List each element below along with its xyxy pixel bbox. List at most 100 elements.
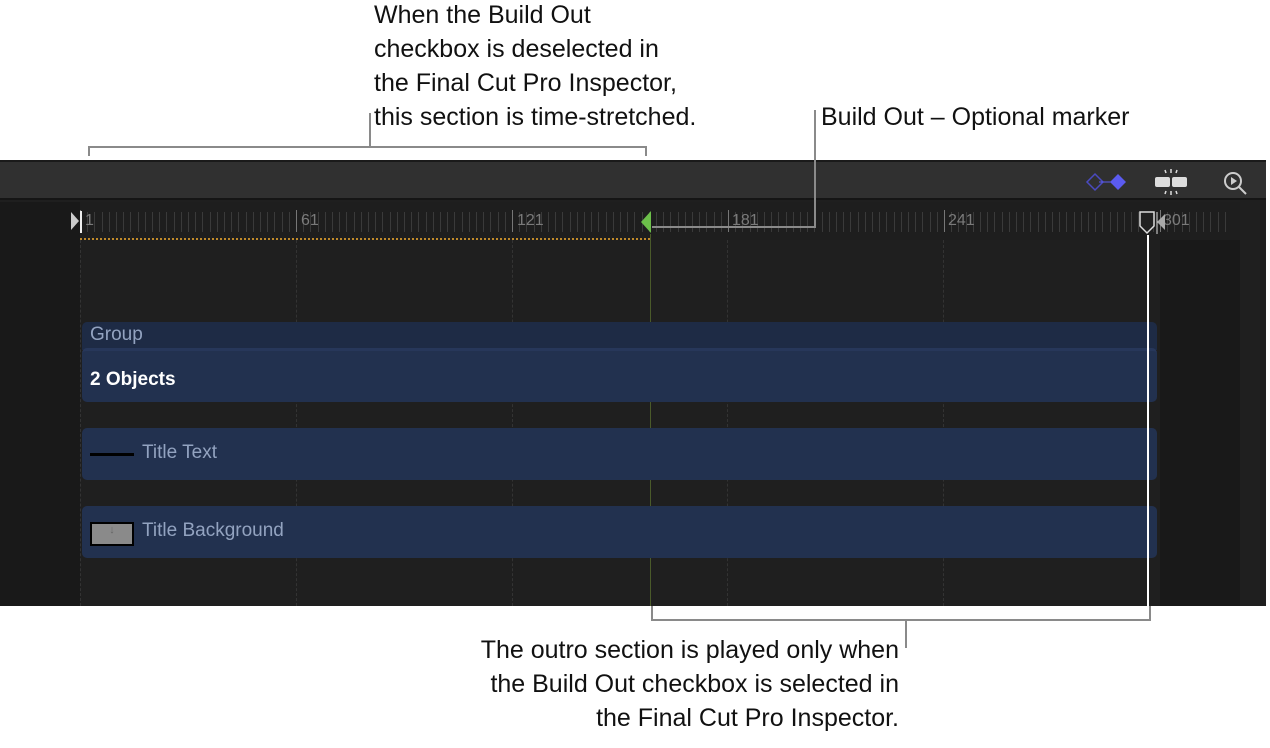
gridline <box>943 240 944 606</box>
leader <box>652 226 816 228</box>
ruler-tick <box>533 212 535 232</box>
ruler-tick <box>1095 212 1097 232</box>
ruler-tick <box>994 212 996 232</box>
ruler-tick <box>1066 212 1068 232</box>
ruler-tick <box>951 212 953 232</box>
ruler-tick <box>555 212 557 232</box>
ruler-tick <box>360 212 362 232</box>
title-text-track[interactable]: Title Text <box>82 428 1157 480</box>
ruler-tick <box>324 212 326 232</box>
ruler-label: 241 <box>948 212 975 229</box>
ruler-tick <box>872 212 873 232</box>
ruler-tick <box>980 212 981 232</box>
ruler-tick <box>368 212 369 232</box>
ruler-tick <box>432 212 434 232</box>
keyframe-diamonds-icon[interactable] <box>1085 172 1129 192</box>
ruler-tick <box>87 212 89 232</box>
ruler-tick <box>728 210 729 232</box>
ruler-tick <box>152 212 153 232</box>
snapping-icon[interactable] <box>1153 168 1189 196</box>
ruler-tick <box>94 212 96 232</box>
ruler-tick <box>252 212 254 232</box>
ruler-tick <box>1138 212 1140 232</box>
ruler-tick <box>756 212 758 232</box>
ruler-tick <box>281 212 283 232</box>
ruler-tick <box>821 212 823 232</box>
ruler-tick <box>1167 212 1169 232</box>
ruler-tick <box>339 212 341 232</box>
ruler-tick <box>605 212 607 232</box>
objects-label: 2 Objects <box>90 369 176 390</box>
ruler-tick <box>1210 212 1212 232</box>
ruler-tick <box>425 212 427 232</box>
ruler-tick <box>1116 212 1118 232</box>
ruler-tick <box>800 212 801 232</box>
ruler-tick <box>908 212 909 232</box>
ruler-tick <box>706 212 708 232</box>
ruler-tick <box>634 212 636 232</box>
ruler-tick <box>562 212 564 232</box>
build-out-marker-icon[interactable] <box>640 210 652 234</box>
ruler-tick <box>396 212 398 232</box>
group-objects-bar[interactable]: 2 Objects <box>82 348 1157 402</box>
ruler-tick <box>404 212 405 232</box>
right-gutter <box>1160 240 1240 606</box>
ruler-tick <box>483 212 485 232</box>
ruler-label: 181 <box>732 212 759 229</box>
ruler-tick <box>879 212 881 232</box>
ruler-tick <box>656 212 657 232</box>
ruler-tick <box>209 212 211 232</box>
ruler-tick <box>353 212 355 232</box>
ruler-label: 121 <box>517 212 544 229</box>
ruler-tick <box>1188 212 1190 232</box>
ruler-tick <box>267 212 269 232</box>
ruler-tick <box>116 212 117 232</box>
ruler-tick <box>418 212 420 232</box>
ruler-tick <box>598 212 600 232</box>
ruler-tick <box>1217 212 1219 232</box>
ruler-tick <box>108 212 110 232</box>
ruler-tick <box>742 212 744 232</box>
callout-line: this section is time-stretched. <box>374 103 697 131</box>
ruler-tick <box>332 212 333 232</box>
ruler-tick <box>101 212 103 232</box>
callout-line: checkbox is deselected in <box>374 35 659 63</box>
title-background-track[interactable]: ↓Title Background <box>82 506 1157 558</box>
ruler-tick <box>346 212 348 232</box>
play-range-dotted-line <box>80 238 650 240</box>
ruler-tick <box>1044 212 1046 232</box>
ruler-tick <box>843 212 845 232</box>
ruler-tick <box>389 212 391 232</box>
timeline-panel: 1 61 121 181 241 301 Group 2 Objects Tit… <box>0 160 1266 606</box>
ruler-tick <box>576 212 578 232</box>
group-track[interactable]: Group <box>82 322 1157 350</box>
ruler-tick <box>1196 212 1197 232</box>
ruler-tick <box>144 212 146 232</box>
left-gutter <box>0 202 80 606</box>
gridline <box>296 240 297 606</box>
out-marker-icon[interactable] <box>1138 210 1170 236</box>
ruler-tick <box>663 212 665 232</box>
ruler-tick <box>1030 212 1032 232</box>
ruler-label: 301 <box>1163 212 1190 229</box>
ruler-tick <box>591 212 593 232</box>
ruler-tick <box>166 212 168 232</box>
ruler-tick <box>1037 212 1039 232</box>
play-range-in-icon[interactable] <box>70 210 82 234</box>
bracket <box>88 146 647 148</box>
ruler-tick <box>1088 212 1089 232</box>
gridline <box>512 240 513 606</box>
callout-outro: The outro section is played only when th… <box>481 633 899 735</box>
zoom-play-icon[interactable] <box>1222 170 1250 196</box>
ruler-tick <box>1001 212 1003 232</box>
ruler-tick <box>1073 212 1075 232</box>
ruler-tick <box>1174 212 1176 232</box>
ruler-tick <box>569 212 571 232</box>
text-layer-icon <box>90 453 134 456</box>
out-line <box>1147 235 1149 620</box>
ruler-tick <box>1008 212 1010 232</box>
ruler-tick <box>684 212 686 232</box>
ruler-tick <box>447 212 449 232</box>
ruler-tick <box>440 212 441 232</box>
timeline-ruler[interactable] <box>80 202 1240 240</box>
